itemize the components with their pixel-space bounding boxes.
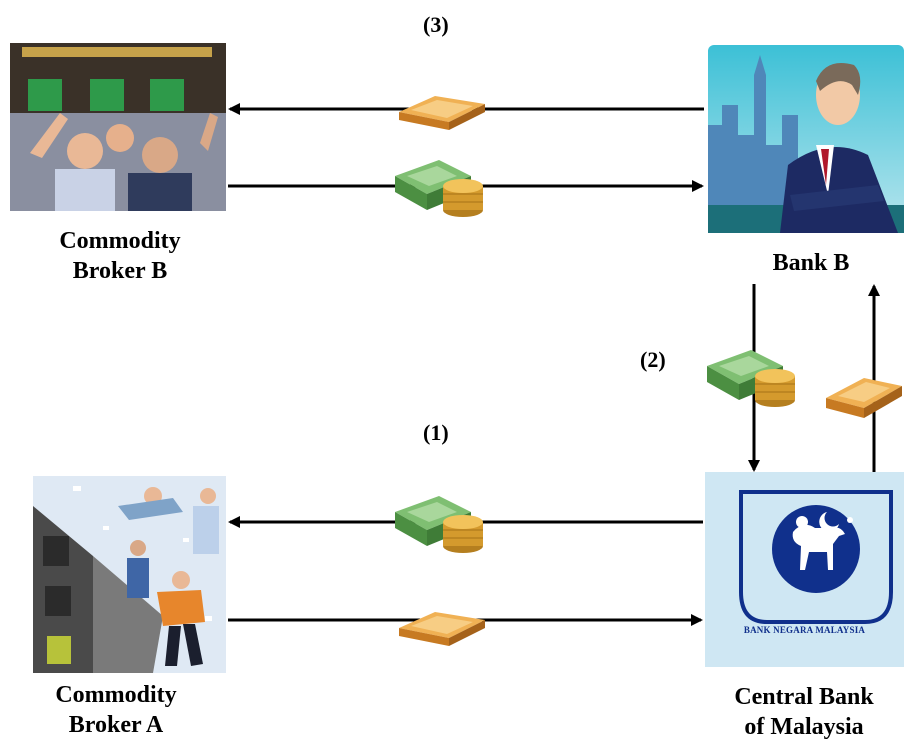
central-bank-logo: BANK NEGARA MALAYSIA <box>705 472 904 667</box>
cash-and-coins-icon <box>393 488 487 563</box>
step-2-label: (2) <box>640 347 666 372</box>
commodity-broker-a-label: Commodity Broker A <box>16 680 216 740</box>
gold-bar-icon <box>395 604 487 653</box>
commodity-broker-b-image <box>10 43 226 211</box>
cash-and-coins-icon <box>705 342 799 417</box>
gold-bar-icon <box>395 88 487 137</box>
commodity-broker-a-label-line2: Broker A <box>68 712 164 738</box>
gold-bar-icon <box>824 368 904 425</box>
commodity-broker-b-label-line1: Commodity <box>59 228 181 254</box>
bank-b-image <box>708 45 904 233</box>
bank-b-label: Bank B <box>713 248 904 278</box>
commodity-broker-a-image <box>33 476 226 673</box>
central-bank-label-line1: Central Bank <box>734 684 874 710</box>
bank-b-label-line1: Bank B <box>772 250 850 276</box>
cash-and-coins-icon <box>393 152 487 227</box>
central-bank-logo-text: BANK NEGARA MALAYSIA <box>743 625 866 635</box>
central-bank-label-line2: of Malaysia <box>744 714 864 740</box>
commodity-broker-b-label-line2: Broker B <box>72 258 168 284</box>
commodity-broker-a-label-line1: Commodity <box>55 682 177 708</box>
commodity-broker-b-label: Commodity Broker B <box>20 226 220 286</box>
central-bank-label: Central Bank of Malaysia <box>704 682 904 742</box>
step-3-label: (3) <box>423 12 449 37</box>
step-1-label: (1) <box>423 420 449 445</box>
